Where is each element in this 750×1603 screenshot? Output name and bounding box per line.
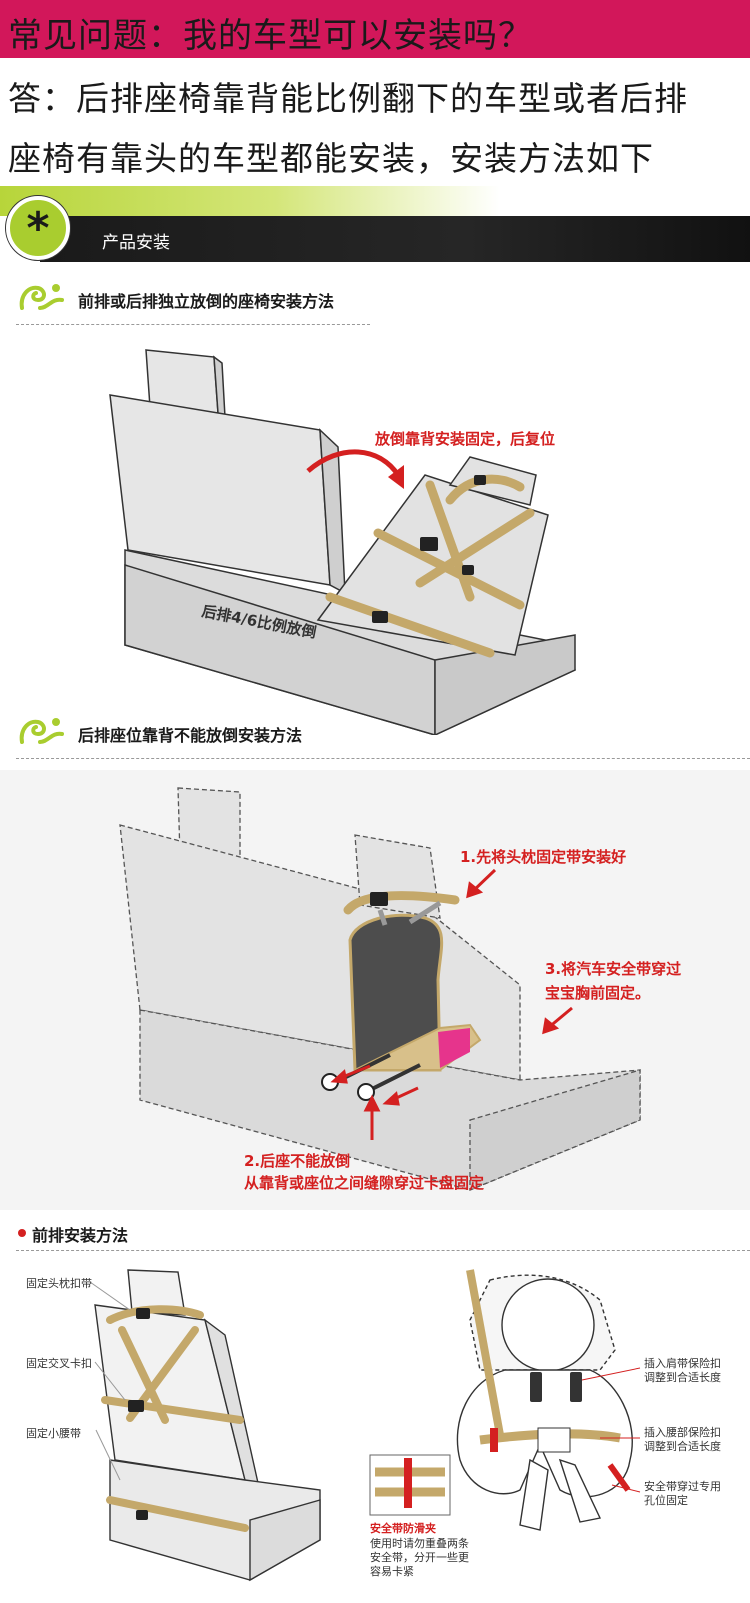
- divider: [16, 1250, 750, 1251]
- step-2-line-1: 2.后座不能放倒: [244, 1152, 351, 1170]
- label-waist-buckle-1: 插入腰部保险扣: [644, 1426, 721, 1439]
- label-belt-hole-1: 安全带穿过专用: [644, 1480, 721, 1493]
- label-waist-strap: 固定小腰带: [26, 1427, 81, 1440]
- faq-answer-line-1: 答：后排座椅靠背能比例翻下的车型或者后排: [8, 79, 688, 118]
- section-3-title: 前排安装方法: [32, 1226, 129, 1245]
- step-3-line-2: 宝宝胸前固定。: [545, 984, 651, 1002]
- faq-question: 常见问题：我的车型可以安装吗？: [8, 16, 533, 56]
- banner-dark-stripe: [40, 216, 750, 262]
- front-seat-illustrations: [89, 1269, 641, 1582]
- section-2-title: 后排座位靠背不能放倒安装方法: [78, 726, 303, 745]
- product-install-banner: * 产品安装: [0, 186, 750, 262]
- label-shoulder-buckle-2: 调整到合适长度: [644, 1371, 721, 1384]
- step-1-annotation: 1.先将头枕固定带安装好: [460, 848, 627, 866]
- fold-annotation: 放倒靠背安装固定，后复位: [375, 430, 556, 448]
- fixed-seat-illustration: [0, 770, 750, 1210]
- banner-title: 产品安装: [102, 233, 170, 253]
- faq-question-bar: 常见问题：我的车型可以安装吗？: [0, 0, 750, 58]
- label-belt-hole-2: 孔位固定: [644, 1494, 688, 1507]
- inset-title: 安全带防滑夹: [370, 1522, 436, 1535]
- banner-green-stripe: [0, 186, 500, 216]
- inset-line-3: 容易卡紧: [370, 1565, 414, 1578]
- inset-line-2: 安全带，分开一些更: [370, 1551, 469, 1564]
- faq-answer-line-2: 座椅有靠头的车型都能安装，安装方法如下: [8, 139, 654, 178]
- label-shoulder-buckle-1: 插入肩带保险扣: [644, 1357, 721, 1370]
- label-cross-buckle: 固定交叉卡扣: [26, 1357, 92, 1370]
- label-headrest-strap: 固定头枕扣带: [26, 1277, 92, 1290]
- inset-line-1: 使用时请勿重叠两条: [370, 1537, 469, 1550]
- divider: [16, 758, 750, 759]
- asterisk-badge-icon: *: [6, 196, 70, 260]
- divider: [16, 324, 370, 325]
- green-swirl-icon: [19, 718, 64, 744]
- section-1-title: 前排或后排独立放倒的座椅安装方法: [78, 292, 335, 311]
- step-2-line-2: 从靠背或座位之间缝隙穿过卡盘固定: [244, 1174, 485, 1192]
- step-3-line-1: 3.将汽车安全带穿过: [545, 960, 682, 978]
- red-dot-icon: [18, 1229, 26, 1237]
- green-swirl-icon: [19, 284, 64, 310]
- label-waist-buckle-2: 调整到合适长度: [644, 1440, 721, 1453]
- fold-down-seat-illustration: [109, 349, 576, 735]
